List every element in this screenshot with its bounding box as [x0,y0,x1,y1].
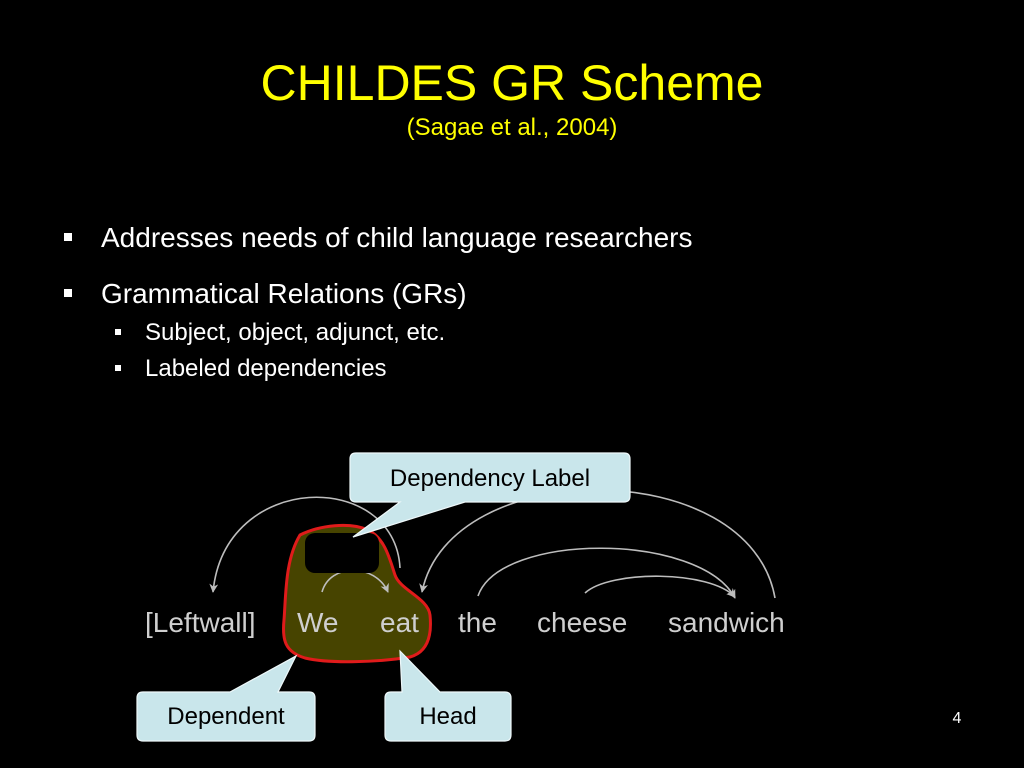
hidden-label-box [305,533,379,573]
callout-head: Head [384,649,512,742]
word-the: the [458,607,497,638]
word-leftwall: [Leftwall] [145,607,256,638]
callout-head-text: Head [419,703,476,730]
sub-bullet-marker [115,329,121,335]
sub-bullet-text: Subject, object, adjunct, etc. [145,319,446,346]
bullet-text: Addresses needs of child language resear… [101,222,693,253]
callout-dependent-text: Dependent [167,703,285,730]
callout-shape [136,654,316,742]
word-cheese: cheese [537,607,627,638]
slide-subtitle: (Sagae et al., 2004) [406,114,618,141]
bullet-text: Grammatical Relations (GRs) [101,278,467,309]
bullet-marker [64,289,72,297]
sub-bullet-text: Labeled dependencies [145,355,387,382]
dependency-arc [209,496,401,593]
word-we: We [297,607,339,638]
page-number: 4 [952,710,962,727]
bullet-marker [64,233,72,241]
dependency-arc [584,575,736,598]
callout-label-text: Dependency Label [390,465,590,492]
slide-title: CHILDES GR Scheme [260,55,764,111]
callout-shape [349,452,631,538]
sub-bullet-marker [115,365,121,371]
word-sandwich: sandwich [668,607,785,638]
callout-shape [384,649,512,742]
word-eat: eat [380,607,419,638]
dependency-arc [477,547,736,599]
callout-dependency-label: Dependency Label [349,452,631,538]
callout-dependent: Dependent [136,654,316,742]
